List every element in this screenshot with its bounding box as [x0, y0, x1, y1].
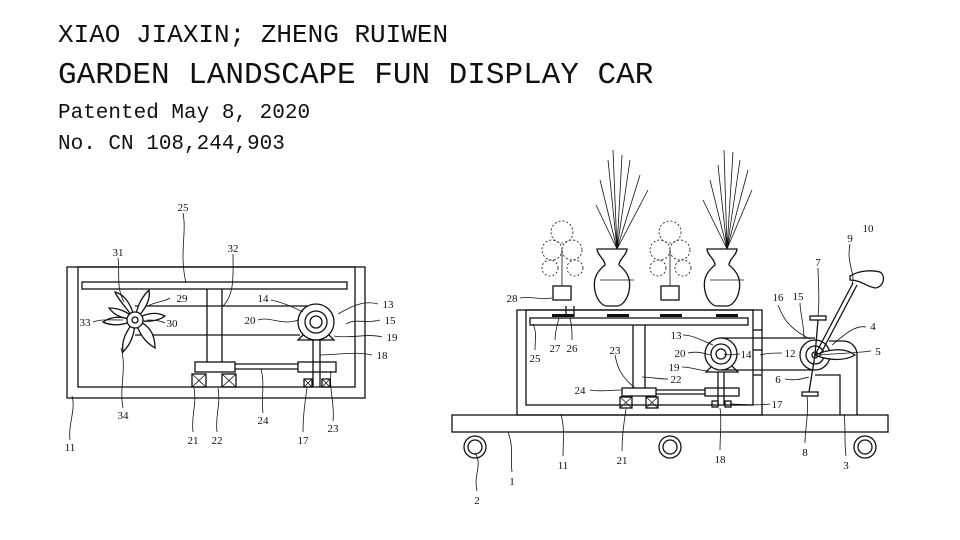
part-label: 23	[328, 423, 340, 435]
part-label: 24	[575, 385, 587, 397]
part-label: 24	[258, 415, 270, 427]
part-label: 5	[875, 346, 881, 358]
part-label: 32	[228, 243, 239, 255]
potted-plant-icon	[542, 221, 583, 300]
part-label: 9	[847, 233, 853, 245]
part-label: 13	[671, 330, 683, 342]
part-label: 15	[793, 291, 805, 303]
vase-icon	[594, 150, 648, 306]
part-label: 33	[80, 317, 92, 329]
part-label: 20	[675, 348, 687, 360]
part-label: 19	[669, 362, 681, 374]
part-label: 18	[377, 350, 389, 362]
bearing-icons	[192, 374, 330, 387]
fan-icon	[103, 290, 165, 352]
part-label: 23	[610, 345, 622, 357]
part-label: 14	[741, 349, 753, 361]
part-label: 10	[863, 223, 875, 235]
part-label: 18	[715, 454, 727, 466]
part-label: 8	[802, 447, 808, 459]
part-label: 25	[530, 353, 542, 365]
part-label: 11	[65, 442, 76, 454]
part-label: 13	[383, 299, 395, 311]
wheel-icons	[464, 436, 876, 458]
part-label: 6	[775, 374, 781, 386]
part-label: 31	[113, 247, 124, 259]
part-label: 11	[558, 460, 569, 472]
part-label: 22	[671, 374, 682, 386]
part-label: 19	[387, 332, 399, 344]
potted-plant-icon	[650, 221, 691, 300]
part-label: 21	[188, 435, 199, 447]
part-label: 4	[870, 321, 876, 333]
part-label: 20	[245, 315, 257, 327]
part-label: 25	[178, 202, 190, 214]
part-label: 14	[258, 293, 270, 305]
part-label: 26	[567, 343, 579, 355]
part-label: 2	[474, 495, 480, 507]
part-label: 22	[212, 435, 223, 447]
part-label: 17	[298, 435, 310, 447]
part-label: 16	[773, 292, 785, 304]
part-label: 12	[785, 348, 796, 360]
part-label: 17	[772, 399, 784, 411]
part-label: 1	[509, 476, 515, 488]
part-label: 34	[118, 410, 130, 422]
figure-2-drawing	[452, 150, 888, 491]
vase-icon	[703, 150, 752, 306]
part-label: 7	[815, 257, 821, 269]
part-label: 29	[177, 293, 189, 305]
part-label: 28	[507, 293, 519, 305]
part-label: 15	[385, 315, 397, 327]
part-label: 30	[167, 318, 179, 330]
figure-1-labels: 25 31 32 29 14 13 33 30 20 15 19 18 34 2…	[65, 202, 398, 454]
part-label: 21	[617, 455, 628, 467]
part-label: 27	[550, 343, 562, 355]
part-label: 3	[843, 460, 849, 472]
